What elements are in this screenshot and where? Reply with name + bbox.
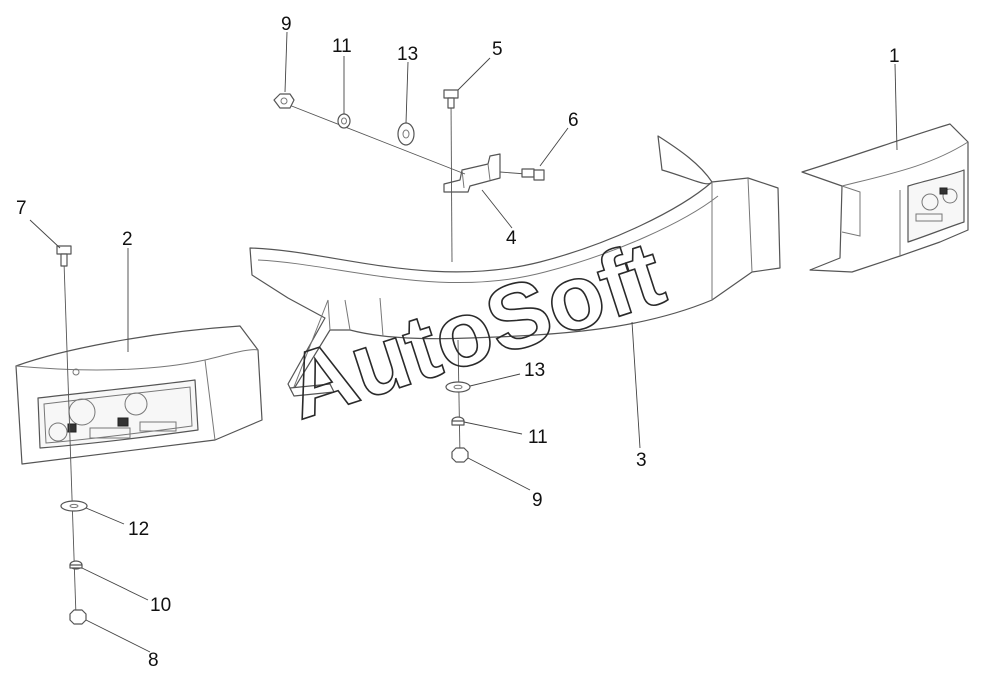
flat-washer-13-top — [397, 122, 415, 146]
nut-9-top — [273, 93, 295, 109]
left-headlight-housing — [15, 325, 263, 465]
callout-13-top: 13 — [397, 44, 418, 65]
callout-9-bottom: 9 — [532, 490, 543, 511]
callout-8: 8 — [148, 650, 159, 671]
nut-9-bottom — [451, 447, 469, 463]
callout-11-top: 11 — [332, 36, 352, 57]
callout-5: 5 — [492, 39, 503, 60]
leader-9-top — [284, 31, 288, 93]
bolt-6 — [521, 168, 545, 181]
callout-7: 7 — [16, 198, 27, 219]
leader-3 — [631, 321, 641, 449]
axis-bottom-stack — [457, 339, 461, 457]
axis-top-stack — [283, 102, 466, 175]
leader-13-top — [405, 61, 409, 124]
callout-1: 1 — [889, 46, 900, 67]
mounting-bracket — [443, 153, 501, 193]
bolt-7 — [56, 245, 72, 267]
leader-5 — [457, 57, 491, 91]
leader-12 — [85, 507, 125, 525]
callout-3: 3 — [636, 450, 647, 471]
lock-washer-10 — [69, 560, 83, 570]
leader-8 — [85, 619, 151, 653]
lock-washer-11-bottom — [451, 416, 465, 426]
flat-washer-12 — [60, 500, 88, 512]
leader-11-bottom — [463, 421, 523, 435]
callout-4: 4 — [506, 228, 517, 249]
axis-bolt-5 — [450, 99, 453, 263]
leader-6 — [539, 127, 569, 167]
lock-washer-11-top — [337, 113, 351, 129]
callout-6: 6 — [568, 110, 579, 131]
callout-2: 2 — [122, 229, 133, 250]
leader-10 — [81, 567, 149, 601]
leader-7 — [29, 219, 61, 249]
watermark-text: AutoSoft — [275, 222, 676, 439]
flat-washer-13-bottom — [445, 381, 471, 393]
axis-bolt-7 — [63, 261, 77, 617]
nut-8 — [69, 609, 87, 625]
leader-9-bottom — [467, 457, 531, 491]
leader-4 — [481, 189, 513, 229]
leader-1 — [894, 63, 898, 151]
callout-9-top: 9 — [281, 14, 292, 35]
callout-11-bottom: 11 — [528, 427, 548, 448]
bumper-beam — [249, 135, 781, 397]
callout-12: 12 — [128, 519, 149, 540]
callout-13-bottom: 13 — [524, 360, 545, 381]
bolt-5 — [443, 89, 459, 109]
callout-10: 10 — [150, 595, 171, 616]
leader-13-bottom — [469, 373, 521, 387]
right-headlight-housing — [801, 123, 969, 273]
